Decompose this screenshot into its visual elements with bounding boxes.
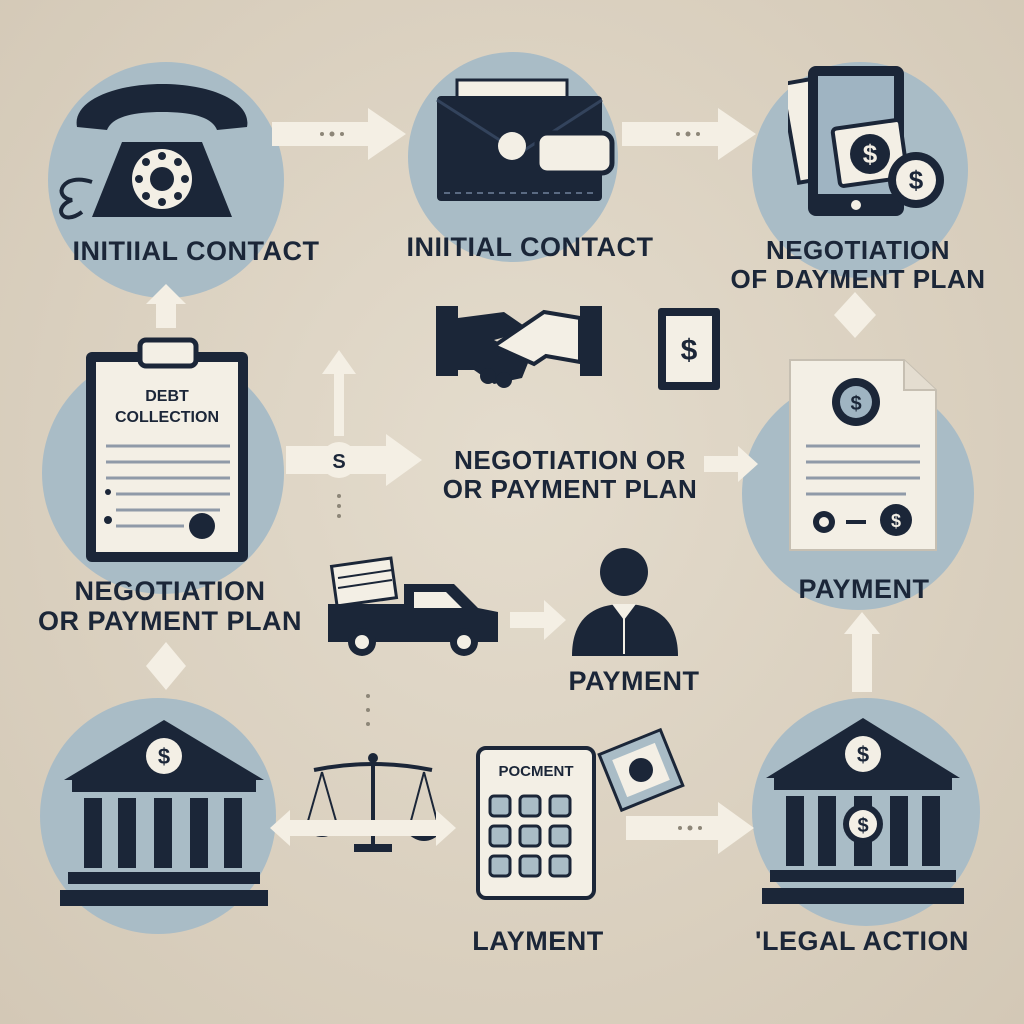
arrow-right-1 <box>272 104 408 164</box>
person-icon <box>566 546 686 656</box>
dotted-connector <box>360 690 376 740</box>
arrow-bank-scales <box>268 806 458 850</box>
truck-icon <box>326 548 506 660</box>
label-line: OR PAYMENT PLAN <box>442 474 698 505</box>
arrow-up-left <box>144 282 188 330</box>
label-negotiation-left: NEGOTIATION OR PAYMENT PLAN <box>38 576 302 636</box>
label-layment: LAYMENT <box>472 926 604 956</box>
label-negotiation-center: NEGOTIATION OR OR PAYMENT PLAN <box>442 445 698 505</box>
svg-text:$: $ <box>681 334 698 367</box>
label-line: OF DAYMENT PLAN <box>730 264 986 295</box>
telephone-icon <box>52 72 272 232</box>
arrow-up-right <box>842 610 882 694</box>
clipboard-icon: DEBT COLLECTION <box>84 334 252 566</box>
label-line: NEGOTIATION <box>765 235 951 265</box>
bank-icon: $ $ <box>760 714 966 910</box>
svg-text:$: $ <box>891 511 901 531</box>
arrow-cross-center: S <box>286 346 424 526</box>
label-payment-person: PAYMENT <box>568 666 700 696</box>
svg-text:$: $ <box>857 815 868 837</box>
label-legal-action: 'LEGAL ACTION <box>755 926 969 956</box>
label-line: OR PAYMENT PLAN <box>37 606 303 637</box>
svg-text:$: $ <box>863 139 878 169</box>
cash-icon <box>594 726 686 822</box>
arrow-truck-person <box>510 598 568 642</box>
label-negotiation-top-right: NEGOTIATION OF DAYMENT PLAN <box>730 235 986 295</box>
bank-icon: $ <box>58 716 270 912</box>
clipboard-title-line2: COLLECTION <box>115 409 219 426</box>
label-line: NEGOTIATION <box>74 576 266 606</box>
calculator-icon: POCMENT <box>474 744 600 904</box>
arrow-right-2 <box>622 104 758 164</box>
label-initial-contact-wallet: INIITIAL CONTACT <box>406 232 654 262</box>
svg-text:$: $ <box>909 165 924 195</box>
svg-text:$: $ <box>158 744 170 769</box>
calculator-header-text: POCMENT <box>499 763 574 780</box>
svg-text:$: $ <box>850 393 861 415</box>
arrow-down-left <box>144 640 188 692</box>
banknote-icon: $ <box>654 304 724 394</box>
phone-money-icon: $ $ <box>788 62 958 222</box>
center-sign-mark: S <box>332 451 345 473</box>
label-payment-document: PAYMENT <box>798 574 930 604</box>
document-icon: $ $ <box>786 350 946 556</box>
label-line: NEGOTIATION OR <box>454 445 686 475</box>
svg-text:$: $ <box>857 742 869 767</box>
arrow-calc-bank <box>626 800 756 856</box>
arrow-to-document <box>704 444 760 484</box>
handshake-icon <box>434 298 604 398</box>
wallet-icon <box>432 78 622 208</box>
clipboard-title-line1: DEBT <box>145 388 189 405</box>
label-initial-contact-phone: INITIIAL CONTACT <box>72 236 320 266</box>
arrow-diamond-right <box>832 290 878 340</box>
